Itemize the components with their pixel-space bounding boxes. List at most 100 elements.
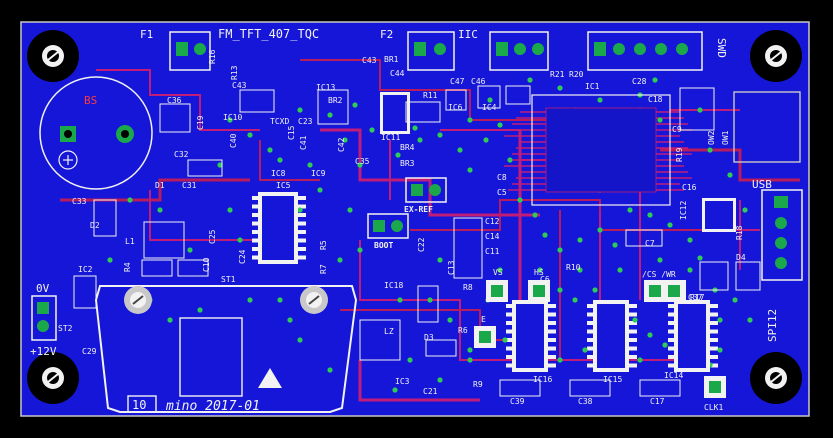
c38-label: C38 xyxy=(578,397,593,406)
via xyxy=(327,112,333,118)
via xyxy=(662,342,668,348)
via xyxy=(392,387,398,393)
c36-label: C36 xyxy=(167,96,182,105)
c35-label: C35 xyxy=(355,157,370,166)
chip-pin xyxy=(548,312,556,317)
via xyxy=(247,132,253,138)
chip-pin xyxy=(298,230,306,234)
mcu-ic1 xyxy=(531,94,671,206)
via xyxy=(297,337,303,343)
c33-label: C33 xyxy=(72,197,87,206)
chip-pin xyxy=(548,338,556,342)
usb-connector: USB xyxy=(733,91,801,191)
chip-pin xyxy=(587,312,595,317)
c13-label: C13 xyxy=(447,260,456,275)
c22-label: C22 xyxy=(417,237,426,252)
power-connector-st1: 10 mino 2017-01 xyxy=(94,285,358,414)
chip-pin xyxy=(506,304,514,308)
via xyxy=(197,307,203,313)
via xyxy=(597,97,603,103)
spi12-label: SPI12 xyxy=(766,309,779,342)
chip-pin xyxy=(252,221,260,226)
chip-pin xyxy=(587,321,595,325)
via xyxy=(532,212,538,218)
via xyxy=(647,332,653,338)
via xyxy=(487,97,493,103)
chip-pin xyxy=(587,363,595,368)
header-spi12: SPI12 xyxy=(761,189,803,342)
via xyxy=(277,297,283,303)
swd-label: SWD xyxy=(715,38,728,58)
chip-ic12 xyxy=(702,198,736,232)
via xyxy=(497,122,503,128)
r9-label: R9 xyxy=(473,380,483,389)
c43b-label: C43 xyxy=(362,56,377,65)
r18-label: R18 xyxy=(735,225,744,240)
chip-pin xyxy=(587,338,595,342)
l1-label: L1 xyxy=(125,237,135,246)
via xyxy=(342,137,348,143)
chip-pin xyxy=(506,312,514,317)
d4-label: D4 xyxy=(736,253,746,262)
zero-v-label: 0V xyxy=(36,282,50,295)
chip-pin xyxy=(668,346,676,351)
via xyxy=(467,357,473,363)
via xyxy=(157,207,163,213)
chip-pin xyxy=(506,355,514,359)
via xyxy=(727,172,733,178)
via xyxy=(577,267,583,273)
chip-ic14 xyxy=(674,300,710,372)
via xyxy=(337,257,343,263)
via xyxy=(369,127,375,133)
via xyxy=(187,247,193,253)
via xyxy=(637,357,643,363)
r7-label: R7 xyxy=(319,264,328,274)
header-exref: EX-REF xyxy=(404,177,447,214)
trace xyxy=(410,199,720,231)
chip-pin xyxy=(629,304,637,308)
chip-pin xyxy=(506,363,514,368)
chip-ic15 xyxy=(593,300,629,372)
r4-label: R4 xyxy=(123,262,132,272)
vs-label: VS xyxy=(493,268,503,277)
via xyxy=(597,227,603,233)
testpoint-group xyxy=(474,280,726,398)
via xyxy=(127,197,133,203)
lz-label: LZ xyxy=(384,327,394,336)
via xyxy=(697,107,703,113)
via xyxy=(577,237,583,243)
chip-pin xyxy=(506,338,514,342)
c8-label: C8 xyxy=(497,173,507,182)
ic2-label: IC2 xyxy=(78,265,93,274)
c43-label: C43 xyxy=(232,81,247,90)
chip-pin xyxy=(668,363,676,368)
via xyxy=(395,152,401,158)
chip-pin xyxy=(252,213,260,217)
via xyxy=(447,317,453,323)
trace xyxy=(660,148,800,182)
board-title: FM_TFT_407_TQC xyxy=(218,27,319,41)
c46-label: C46 xyxy=(471,77,486,86)
br3-label: BR3 xyxy=(400,159,415,168)
via xyxy=(747,317,753,323)
c32-label: C32 xyxy=(174,150,189,159)
ic11-label: IC11 xyxy=(381,133,400,142)
c17-label: C17 xyxy=(650,397,665,406)
via xyxy=(542,232,548,238)
via xyxy=(557,357,563,363)
c5-label: C5 xyxy=(497,188,507,197)
br1-label: BR1 xyxy=(384,55,399,64)
chip-pin xyxy=(506,346,514,351)
chip-pin xyxy=(668,329,676,334)
c23-label: C23 xyxy=(298,117,313,126)
chip-pin xyxy=(298,247,306,251)
c7-label: C7 xyxy=(645,239,655,248)
ic10-label: IC10 xyxy=(223,113,242,122)
chip-pin xyxy=(298,204,306,209)
via xyxy=(557,85,563,91)
st1-label: ST1 xyxy=(221,275,236,284)
ic15-label: IC15 xyxy=(603,375,622,384)
c47-label: C47 xyxy=(450,77,465,86)
via xyxy=(502,337,508,343)
